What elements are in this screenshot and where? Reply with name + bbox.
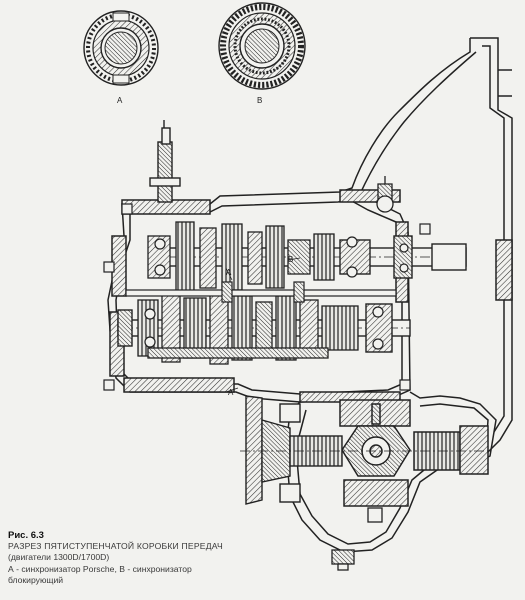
callout-synchronizer-a: А <box>226 268 232 277</box>
differential-housing <box>285 391 497 553</box>
callout-section-a: А <box>228 388 234 397</box>
callout-synchronizer-b: В <box>288 255 294 264</box>
shaft-bearings <box>144 236 409 350</box>
figure-legend-line-2: блокирующий <box>8 574 64 585</box>
figure-legend-line-1: А - синхронизатор Porsche, В - синхрониз… <box>8 563 192 574</box>
upper-gear-cluster <box>147 221 335 293</box>
figure-caption: Рис. 6.3 РАЗРЕЗ ПЯТИСТУПЕНЧАТОЙ КОРОБКИ … <box>8 530 338 586</box>
casing-bolts <box>103 203 431 391</box>
inset-a-label: А <box>117 96 123 105</box>
selector-rod <box>125 281 397 303</box>
inset-b-label: В <box>257 96 263 105</box>
inset-b-synchronizer-blocking <box>218 2 306 90</box>
clutch-housing <box>339 37 513 463</box>
inset-a-synchronizer-porsche <box>83 10 159 86</box>
figure-subtitle: (двигатели 1300D/1700D) <box>8 552 110 563</box>
drive-flange <box>240 395 490 505</box>
figure-number: Рис. 6.3 <box>8 530 44 541</box>
breather-plug <box>376 176 394 213</box>
callout-leaders <box>225 257 301 393</box>
gear-selector-shaft <box>149 120 181 203</box>
drain-plug <box>331 507 383 571</box>
lower-gear-cluster <box>137 291 359 365</box>
figure-title: РАЗРЕЗ ПЯТИСТУПЕНЧАТОЙ КОРОБКИ ПЕРЕДАЧ <box>8 541 223 552</box>
